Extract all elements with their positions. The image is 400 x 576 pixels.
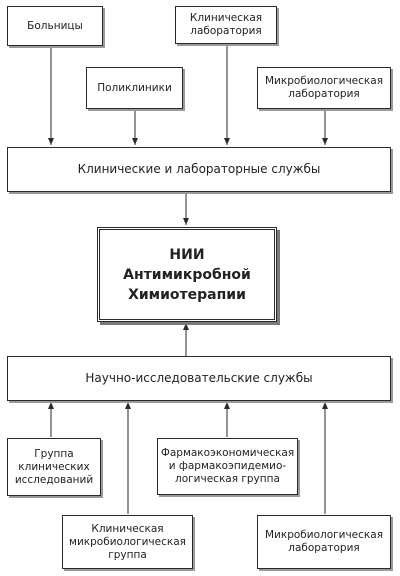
clinical-trials-group-box: Группа клинических исследований bbox=[7, 438, 101, 496]
hospitals-box: Больницы bbox=[7, 6, 103, 46]
clinical-services-label: Клинические и лабораторные службы bbox=[77, 162, 321, 176]
microbio-lab-box: Микробиологическая лаборатория bbox=[257, 67, 391, 109]
clinical-microbio-group-box: Клиническая микробиологическая группа bbox=[62, 515, 193, 569]
microbio-lab-label: Микробиологическая лаборатория bbox=[264, 75, 384, 100]
microbio-lab-2-box: Микробиологическая лаборатория bbox=[257, 515, 391, 569]
institute-label: НИИ Антимикробной Химиотерапии bbox=[123, 246, 251, 303]
polyclinics-label: Поликлиники bbox=[97, 81, 172, 94]
clinical-lab-label: Клиническая лаборатория bbox=[189, 12, 263, 37]
clinical-services-box: Клинические и лабораторные службы bbox=[7, 147, 391, 192]
research-services-label: Научно-исследовательские службы bbox=[85, 371, 313, 385]
polyclinics-box: Поликлиники bbox=[86, 67, 183, 109]
clinical-lab-box: Клиническая лаборатория bbox=[175, 6, 277, 44]
clinical-trials-group-label: Группа клинических исследований bbox=[14, 447, 94, 486]
hospitals-label: Больницы bbox=[27, 19, 83, 32]
institute-box: НИИ Антимикробной Химиотерапии bbox=[97, 227, 277, 322]
pharmaco-group-label: Фармакоэкономическая и фармакоэпидемио- … bbox=[160, 447, 295, 485]
pharmaco-group-box: Фармакоэкономическая и фармакоэпидемио- … bbox=[157, 438, 298, 495]
research-services-box: Научно-исследовательские службы bbox=[7, 356, 391, 401]
microbio-lab-2-label: Микробиологическая лаборатория bbox=[264, 529, 384, 554]
clinical-microbio-group-label: Клиническая микробиологическая группа bbox=[69, 522, 186, 561]
